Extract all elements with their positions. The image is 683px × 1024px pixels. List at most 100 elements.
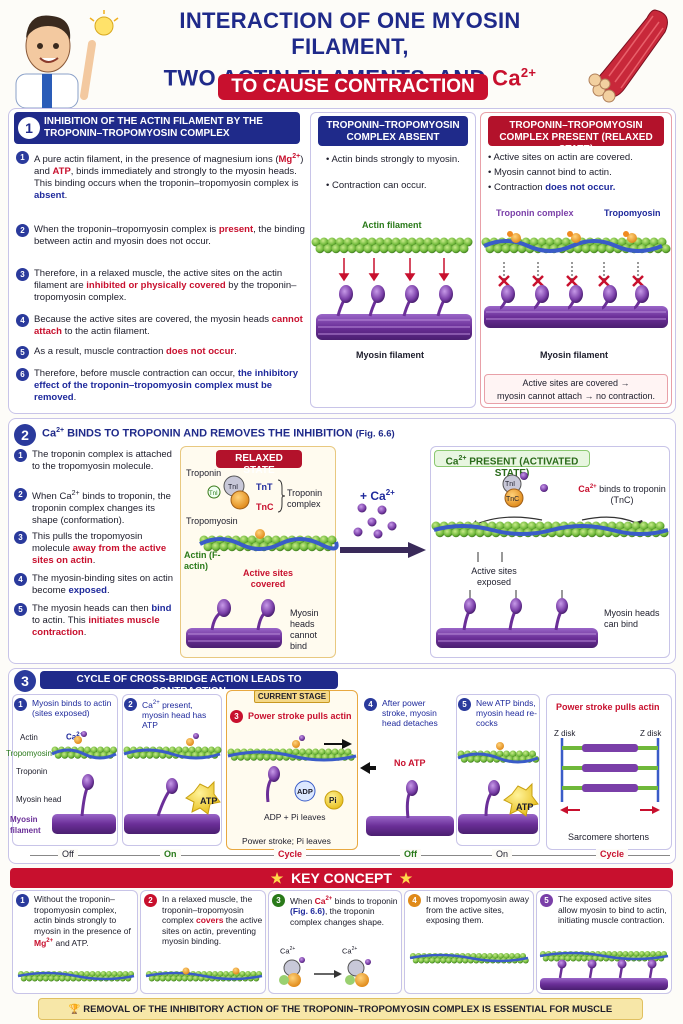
actin-bead [514,953,521,959]
absent-header: TROPONIN–TROPOMYOSIN COMPLEX ABSENT [318,116,468,146]
myosin-head [535,285,549,303]
actin-bead [283,542,293,552]
s2-item-2-a: When Ca [32,491,72,503]
brace [277,479,286,513]
actin-bead [537,237,547,247]
actin-bead [503,750,510,758]
actin-bead [434,957,441,964]
relaxed-tni: TnI [228,484,239,491]
key-item-2-text: 2 In a relaxed muscle, the troponin–trop… [144,894,264,947]
actin-bead [187,975,194,982]
s1-item-3-number: 3 [16,268,29,281]
actin-bead [480,755,488,763]
actin-bead [291,542,301,552]
s2-item-1-text: The troponin complex is attached to the … [32,449,172,472]
stage-2-heading: 2 Ca2+ present, myosin head has ATP [124,698,220,730]
actin-bead [159,751,167,759]
present-note: Active sites are covered → myosin cannot… [484,374,668,404]
actin-bead [399,237,409,247]
s1-item-1-number: 1 [16,151,29,164]
actin-bead [37,975,44,982]
s2-item-4-a: The myosin-binding sites on actin become [32,573,173,596]
key-item-5-text: 5 The exposed active sites allow myosin … [540,894,670,926]
actin-bead [570,955,577,962]
section-2-number: 2 [14,424,36,446]
present-header: TROPONIN–TROPOMYOSIN COMPLEX PRESENT (RE… [488,116,664,155]
actin-bead [217,971,224,977]
present-bullet-3-text: Contraction [493,182,546,193]
myosin-head [405,285,419,303]
actin-bead [152,751,160,759]
calcium-ions [353,503,397,539]
stage-1-myosin-head: Myosin head [16,795,62,804]
actin-bead [581,244,591,254]
s1-item-3-a: Therefore, in a relaxed muscle, the acti… [34,268,283,291]
actin-bead [467,755,475,763]
sarcomere-myosin [582,744,638,752]
s2-item-3-number: 3 [14,531,27,544]
actin-bead [440,957,447,964]
relaxed-tni-small: TnI [209,491,218,497]
actin-bead [423,237,433,247]
actin-bead [628,951,634,957]
stage-3-pi: Pi [329,796,337,805]
actin-bead [443,244,453,254]
actin-bead [263,753,271,761]
timeline-on-1: On [160,849,181,859]
actin-bead [154,975,161,982]
stage-1-ca: Ca2+ [66,730,83,743]
myosin-head [635,285,649,303]
actin-bead [59,975,66,982]
troponin-complex-diagram [207,475,250,510]
s2-item-5-c: to actin. This [32,615,89,626]
actin-bead [84,971,90,977]
actin-bead [509,953,515,959]
actin-bead [311,237,321,247]
actin-bead [239,971,246,977]
present-bullet-2: • Myosin cannot bind to actin. [488,167,612,178]
stage-4-text: After power stroke, myosin head detaches [382,698,438,728]
actin-bead [476,953,482,959]
actin-bead [239,535,249,545]
actin-bead [395,244,405,254]
actin-bead [427,244,437,254]
actin-bead [575,955,582,962]
s2-item-1-number: 1 [14,449,27,462]
myosin-head [501,285,515,303]
actin-bead [639,951,645,957]
actin-bead [188,746,196,754]
activated-binds-ca: Ca [578,484,590,494]
actin-bead [327,535,337,545]
actin-bead [501,244,511,254]
actin-bead [581,955,588,962]
s2-title-post: BINDS TO TROPONIN AND REMOVES THE INHIBI… [64,427,353,440]
pi-badge [324,790,344,810]
actin-bead [182,746,189,754]
actin-bead [276,753,284,761]
myosin-head [339,285,353,303]
actin-bead [561,237,571,247]
actin-bead [615,521,625,531]
key-3-f: , the troponin complex changes shape. [290,906,385,927]
actin-bead [319,237,329,247]
stage-1-ca-text: Ca [66,732,77,742]
actin-bead [383,237,393,247]
s2-item-5-a: The myosin heads can then [32,603,152,614]
actin-bead [247,535,257,545]
section-3-title: CYCLE OF CROSS-BRIDGE ACTION LEADS TO CO… [40,671,338,697]
stage-4-no-atp: No ATP [394,758,426,768]
activated-binds-post: binds to troponin (TnC) [596,484,666,505]
s2-item-4-c: . [106,585,110,596]
stage-4-heading: 4 After power stroke, myosin head detach… [364,698,452,728]
actin-bead [655,521,665,531]
relaxed-troponin-complex: Troponin complex [287,488,323,509]
actin-bead [78,971,85,977]
actin-bead [148,975,155,982]
stage-5-atp: ATP [516,802,534,812]
actin-bead [170,975,177,982]
myosin-neck [402,299,412,317]
myosin-head [439,285,453,303]
actin-bead [48,975,55,982]
activated-troponin [502,472,548,508]
actin-bead [509,750,517,758]
